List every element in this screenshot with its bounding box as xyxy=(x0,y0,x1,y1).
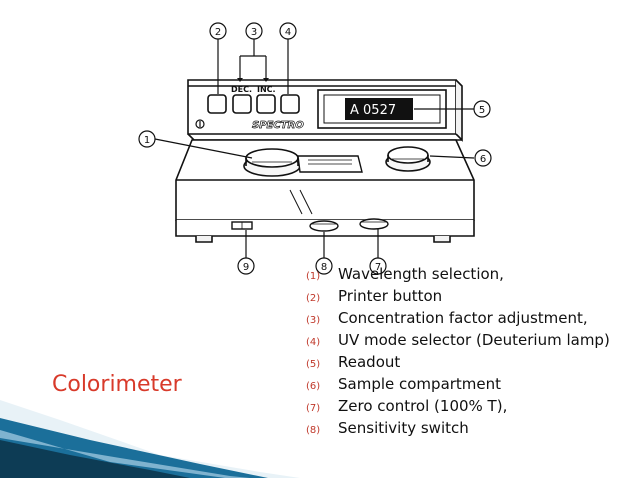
svg-text:4: 4 xyxy=(285,27,291,38)
slide-title: Colorimeter xyxy=(52,372,182,397)
dec-button[interactable] xyxy=(232,94,252,114)
callout-6: 6 xyxy=(474,149,492,167)
svg-text:1: 1 xyxy=(144,135,150,146)
legend-item: (3) Concentration factor adjustment, xyxy=(306,310,626,329)
legend-text: Printer button xyxy=(338,287,443,305)
dec-label: DEC. xyxy=(231,85,252,94)
svg-text:3: 3 xyxy=(251,27,257,38)
legend-text: Concentration factor adjustment, xyxy=(338,309,588,327)
svg-text:2: 2 xyxy=(215,27,221,38)
svg-text:5: 5 xyxy=(479,105,485,116)
legend-text: Wavelength selection, xyxy=(338,265,504,283)
legend-number: (4) xyxy=(306,337,321,348)
leader-lines xyxy=(154,39,475,258)
callout-4: 4 xyxy=(279,22,297,40)
legend-text: Sensitivity switch xyxy=(338,419,469,437)
decorative-swoosh xyxy=(0,400,300,478)
inc-button[interactable] xyxy=(256,94,276,114)
uv-mode-button[interactable] xyxy=(280,94,300,114)
callout-5: 5 xyxy=(473,100,491,118)
callout-8: 8 xyxy=(315,257,333,275)
legend-number: (7) xyxy=(306,403,321,414)
svg-text:8: 8 xyxy=(321,262,327,273)
legend-text: Sample compartment xyxy=(338,375,502,393)
sensitivity-switch[interactable] xyxy=(309,220,339,232)
zero-control-knob[interactable] xyxy=(359,218,389,230)
brand-label: SPECTRO xyxy=(252,120,304,131)
sample-compartment-knob[interactable] xyxy=(385,146,431,172)
power-icon xyxy=(195,119,205,129)
readout-value: A 0527 xyxy=(350,103,396,118)
callout-7: 7 xyxy=(369,257,387,275)
legend-item: (8) Sensitivity switch xyxy=(306,420,626,439)
legend-item: (2) Printer button xyxy=(306,288,626,307)
sample-slot[interactable] xyxy=(297,155,363,173)
callout-3: 3 xyxy=(245,22,263,40)
legend-item: (5) Readout xyxy=(306,354,626,373)
callout-2: 2 xyxy=(209,22,227,40)
wavelength-knob[interactable] xyxy=(243,148,301,177)
svg-text:9: 9 xyxy=(243,262,249,273)
legend-text: Zero control (100% T), xyxy=(338,397,508,415)
legend-item: (4) UV mode selector (Deuterium lamp) xyxy=(306,332,626,351)
callout-1: 1 xyxy=(138,130,156,148)
callout-9: 9 xyxy=(237,257,255,275)
legend-number: (6) xyxy=(306,381,321,392)
legend-text: Readout xyxy=(338,353,401,371)
legend-text: UV mode selector (Deuterium lamp) xyxy=(338,331,610,349)
printer-button[interactable] xyxy=(207,94,227,114)
legend-item: (1) Wavelength selection, xyxy=(306,266,626,285)
legend-number: (1) xyxy=(306,271,321,282)
legend-number: (2) xyxy=(306,293,321,304)
svg-text:7: 7 xyxy=(375,262,381,273)
legend-list: (1) Wavelength selection, (2) Printer bu… xyxy=(306,266,626,442)
legend-item: (6) Sample compartment xyxy=(306,376,626,395)
switch-9[interactable] xyxy=(231,221,253,230)
inc-label: INC. xyxy=(257,85,276,94)
svg-text:6: 6 xyxy=(480,154,486,165)
legend-number: (8) xyxy=(306,425,321,436)
legend-item: (7) Zero control (100% T), xyxy=(306,398,626,417)
legend-number: (5) xyxy=(306,359,321,370)
legend-number: (3) xyxy=(306,315,321,326)
